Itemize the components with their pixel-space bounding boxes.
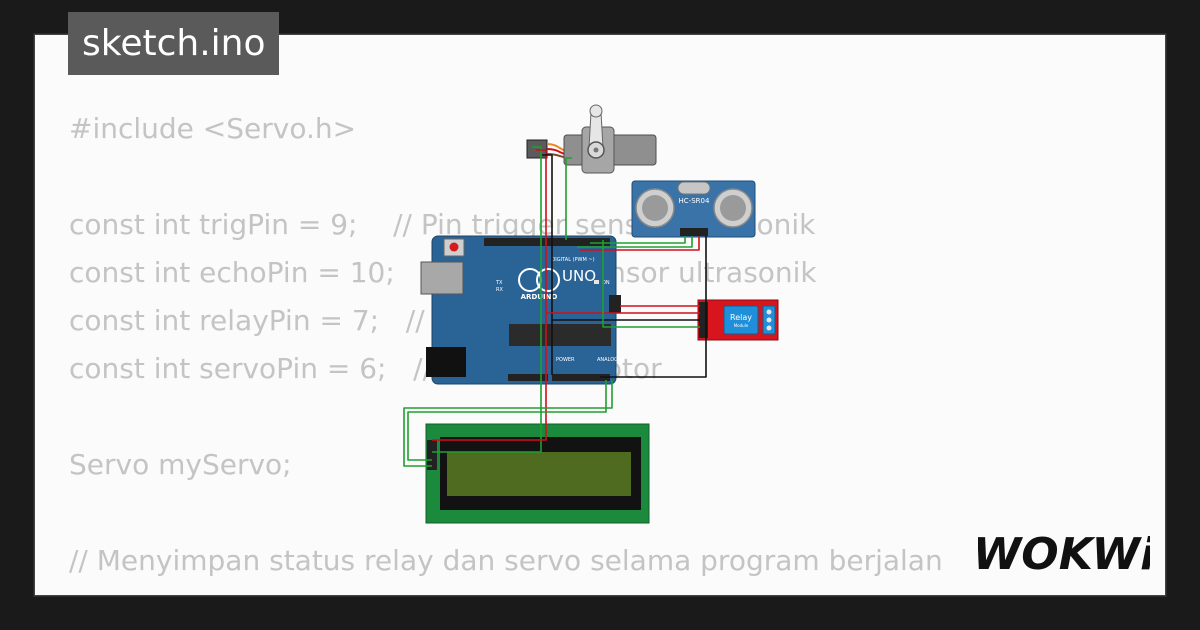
relay-screw — [766, 325, 772, 331]
lcd-i2c-header — [427, 440, 437, 470]
usb-port — [420, 261, 464, 295]
rx-led-label: RX — [496, 287, 503, 293]
wires — [403, 146, 707, 467]
ultrasonic-header — [680, 228, 708, 236]
code-editor: #include <Servo.h>const int trigPin = 9;… — [69, 105, 943, 595]
reset-button[interactable] — [449, 242, 459, 252]
microcontroller-chip — [509, 324, 611, 346]
servo-horn-tip — [589, 104, 603, 118]
relay-screw — [766, 317, 772, 323]
code-line: const int echoPin = 10; // Pin echo sens… — [69, 256, 817, 289]
wire-ultrasonic-vcc — [580, 236, 700, 251]
wire-servo-power — [432, 149, 547, 441]
wire-ultrasonic-echo — [577, 236, 693, 248]
wire-servo-signal — [432, 146, 542, 453]
arduino-uno[interactable]: DIGITAL (PWM ~) ARDUINO UNO TX RX ON POW… — [420, 235, 625, 385]
icsp-header — [609, 295, 621, 313]
wokwi-logo: WOKWi — [978, 529, 1150, 577]
code-line: #include <Servo.h> — [69, 112, 357, 145]
wokwi-logo-text: WOKWi — [978, 529, 1150, 577]
wire-relay-in — [602, 240, 700, 328]
ultrasonic-transmitter-mesh — [642, 195, 668, 221]
arduino-logo-right — [536, 268, 560, 292]
wire-servo-to-pin6 — [565, 157, 572, 240]
ultrasonic-crystal — [677, 181, 711, 195]
relay-label: Relay — [730, 313, 752, 322]
on-led — [594, 280, 599, 284]
wire-servo-ground — [542, 154, 553, 375]
arduino-brand: ARDUINO — [521, 293, 558, 301]
wire-ultrasonic-gnd — [600, 236, 707, 378]
digital-header — [484, 238, 610, 246]
analog-header — [552, 374, 610, 381]
relay-input-header — [699, 302, 708, 338]
power-header-label: POWER — [556, 357, 575, 363]
digital-header-label: DIGITAL (PWM ~) — [551, 257, 594, 263]
ultrasonic-receiver-mesh — [720, 195, 746, 221]
servo-shaft-center — [593, 147, 599, 153]
ultrasonic-label: HC-SR04 — [679, 197, 710, 205]
lcd-screen — [447, 452, 631, 496]
code-line: Servo myServo; — [69, 448, 292, 481]
lcd-display[interactable] — [425, 423, 650, 524]
power-header — [508, 374, 548, 381]
file-tab[interactable]: sketch.ino — [68, 12, 280, 75]
servo-motor[interactable] — [526, 104, 657, 174]
code-line: // Menyimpan status relay dan servo sela… — [69, 544, 943, 577]
wire-lcd-scl — [403, 380, 613, 467]
relay-sublabel: Module — [734, 323, 749, 328]
wire-lcd-sda — [407, 380, 607, 461]
ultrasonic-sensor[interactable]: HC-SR04 — [631, 180, 756, 238]
code-line: bool relayState = false; — [69, 585, 943, 595]
tx-led-label: TX — [495, 280, 503, 286]
wire-ultrasonic-trig — [590, 236, 686, 244]
power-jack — [426, 347, 466, 377]
analog-header-label: ANALOG IN — [597, 357, 625, 363]
relay-block — [723, 305, 759, 335]
relay-module[interactable]: Relay Module — [697, 299, 779, 341]
on-led-label: ON — [602, 280, 610, 286]
relay-screw — [766, 309, 772, 315]
arduino-model: UNO — [562, 267, 596, 285]
